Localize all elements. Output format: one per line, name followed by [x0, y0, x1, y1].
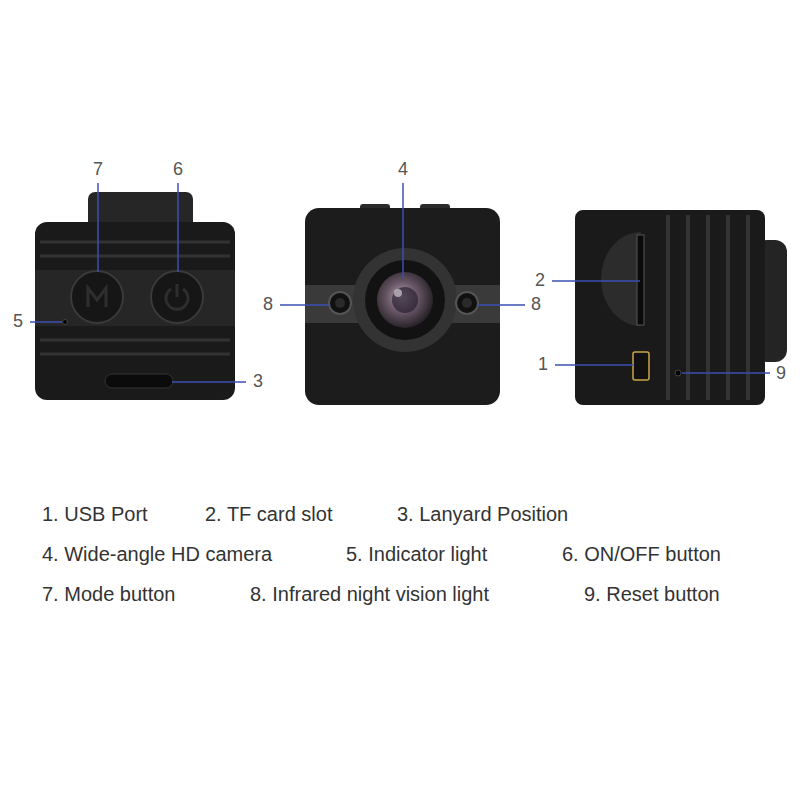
leader-lines — [30, 183, 770, 382]
callout-number: 8 — [529, 295, 543, 315]
callout-number: 1 — [536, 355, 550, 375]
part-description: 2. TF card slot — [205, 503, 332, 525]
part-description: 7. Mode button — [42, 583, 175, 605]
callout-number: 4 — [396, 160, 410, 180]
part-description: 3. Lanyard Position — [397, 503, 568, 525]
callout-number: 5 — [11, 312, 25, 332]
part-description: 4. Wide-angle HD camera — [42, 543, 272, 565]
camera-side-view — [575, 210, 787, 405]
part-description: 8. Infrared night vision light — [250, 583, 489, 605]
callout-number: 7 — [91, 160, 105, 180]
part-description: 6. ON/OFF button — [562, 543, 721, 565]
camera-top-view — [35, 192, 235, 400]
part-description: 9. Reset button — [584, 583, 720, 605]
part-description: 1. USB Port — [42, 503, 148, 525]
callout-number: 8 — [261, 295, 275, 315]
callout-number: 2 — [533, 271, 547, 291]
callout-number: 9 — [774, 364, 788, 384]
callout-number: 6 — [171, 160, 185, 180]
part-description: 5. Indicator light — [346, 543, 487, 565]
callout-number: 3 — [251, 372, 265, 392]
